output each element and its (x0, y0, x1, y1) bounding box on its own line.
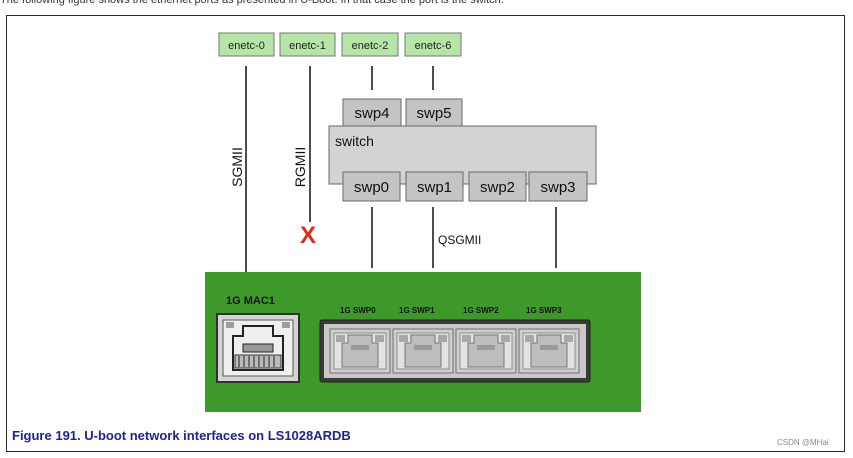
interface-box-2 (341, 32, 399, 57)
disconnected-x-mark: X (300, 222, 316, 249)
interface-box-0 (218, 32, 275, 57)
interface-label-1: enetc-1 (289, 40, 326, 52)
top-caption-fragment: The following figure shows the ethernet … (0, 0, 504, 6)
interface-box-1 (279, 32, 336, 57)
rgmii-label: RGMII (292, 147, 308, 187)
switch-port-swp5 (405, 98, 463, 127)
switch-port-swp1 (405, 171, 464, 202)
switch-port-swp4 (342, 98, 402, 127)
mac-label: 1G MAC1 (226, 295, 275, 307)
switch-port-swp3 (528, 171, 588, 202)
interface-label-0: enetc-0 (228, 40, 265, 52)
swp3-label: swp3 (540, 179, 575, 196)
swp1-label: swp1 (417, 179, 452, 196)
swp2-label: swp2 (480, 179, 515, 196)
watermark: CSDN @MHai (777, 438, 829, 447)
sgmii-label: SGMII (229, 147, 245, 187)
mac1-jack (216, 313, 300, 383)
swp4-label: swp4 (354, 105, 389, 122)
figure-caption: Figure 191. U-boot network interfaces on… (12, 428, 351, 443)
swp5-label: swp5 (416, 105, 451, 122)
swp0-label: swp0 (354, 179, 389, 196)
board-port-label-0: 1G SWP0 (340, 306, 376, 315)
figure-frame (6, 15, 845, 452)
switch-port-swp0 (342, 171, 401, 202)
board-port-label-2: 1G SWP2 (463, 306, 499, 315)
interface-label-2: enetc-2 (352, 40, 389, 52)
board-port-label-3: 1G SWP3 (526, 306, 562, 315)
interface-box-3 (404, 32, 462, 57)
interface-label-3: enetc-6 (415, 40, 452, 52)
board-port-label-1: 1G SWP1 (399, 306, 435, 315)
switch-label: switch (335, 133, 374, 149)
switch-port-block (319, 319, 591, 383)
switch-port-swp2 (468, 171, 527, 202)
qsgmii-label: QSGMII (438, 233, 481, 247)
